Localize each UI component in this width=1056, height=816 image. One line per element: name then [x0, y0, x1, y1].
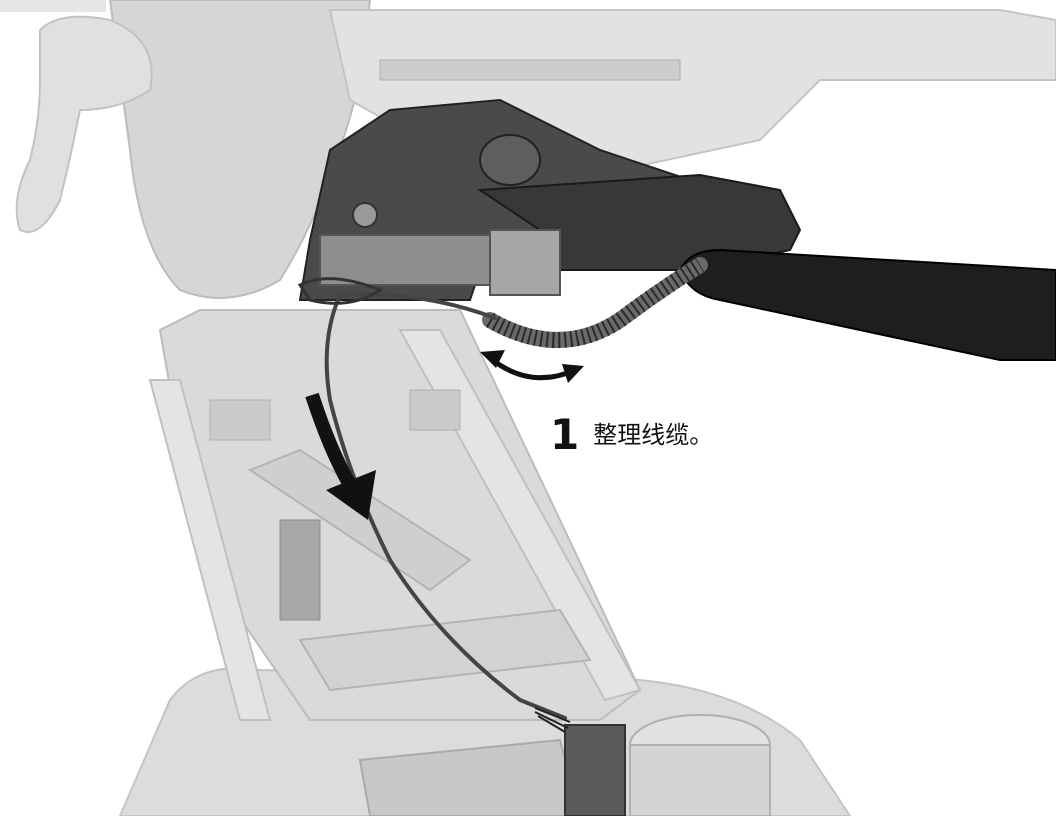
lift-arm-left-rail [148, 379, 272, 721]
cable [324, 292, 567, 720]
step-text: 整理线缆。 [593, 421, 714, 449]
lift-arm-inner-dark [279, 519, 321, 621]
base-block [358, 738, 582, 816]
down-arrow-icon [305, 392, 376, 520]
cable-wire-ends [534, 707, 571, 733]
lift-arm-cross-brace [247, 448, 472, 592]
bracket-bolt [352, 202, 378, 228]
step-number: 1 [550, 410, 580, 459]
lift-arm-slot [209, 399, 271, 441]
bracket-light-block [489, 229, 561, 296]
corner-tab [0, 0, 106, 12]
bracket-light-plate [319, 234, 491, 286]
support-tube [678, 248, 1056, 361]
cable-conduit-ribs [486, 258, 705, 348]
bracket-round-part [479, 134, 541, 186]
curved-arrow-icon [480, 350, 584, 383]
base-dark-component [564, 724, 626, 816]
instruction-step: 1 整理线缆。 [550, 414, 713, 456]
lift-arm-lower-brace [298, 608, 592, 692]
headrest-handle [15, 15, 153, 233]
motor-body [629, 744, 771, 816]
top-frame-rail [379, 59, 681, 81]
lift-arm-slot [409, 389, 461, 431]
cable-loop [297, 277, 384, 305]
